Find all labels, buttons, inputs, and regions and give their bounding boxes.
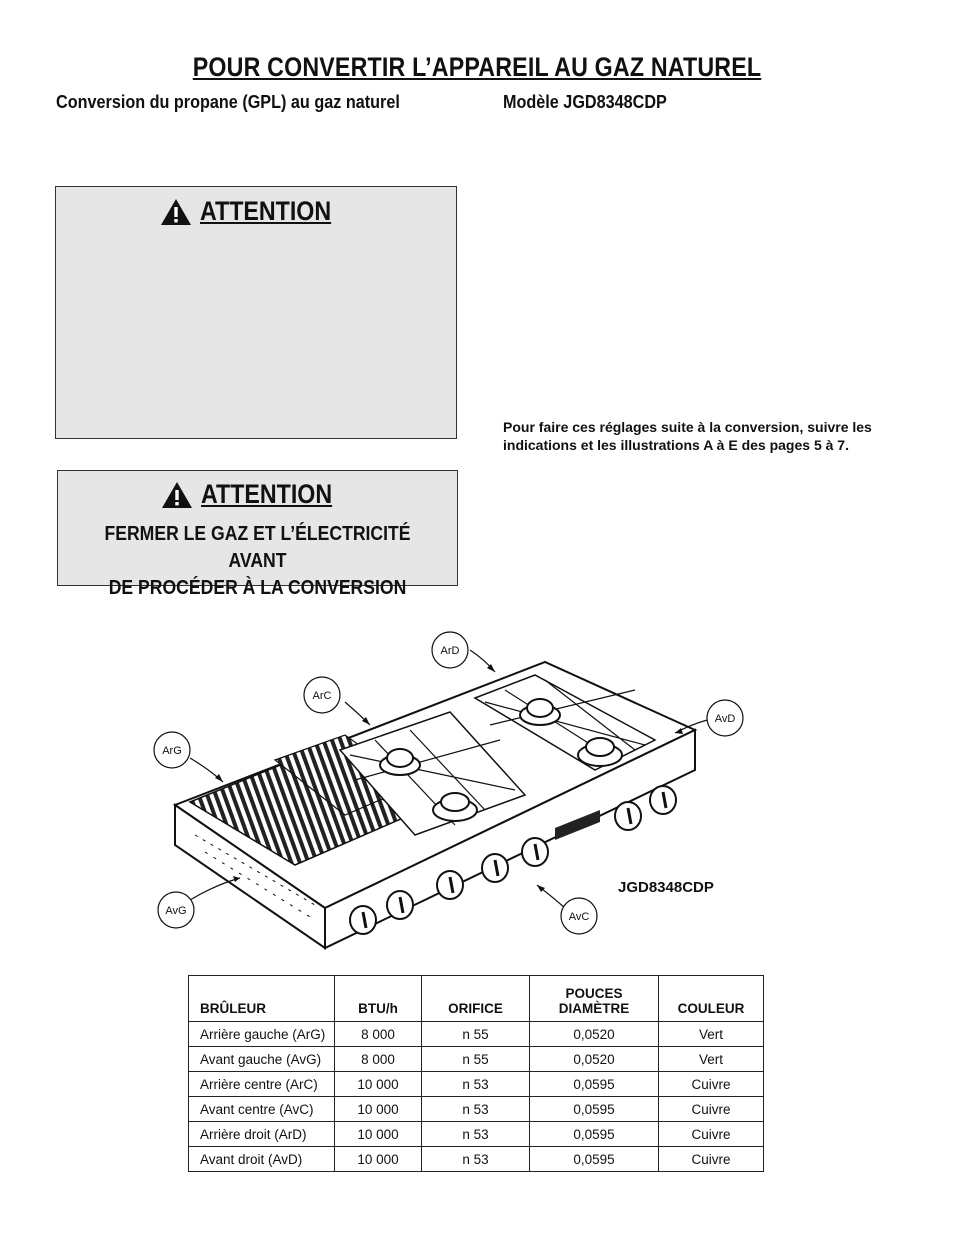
cell-diametre: 0,0595 [529,1146,659,1172]
table-header-row: BRÛLEUR BTU/h ORIFICE POUCES DIAMÈTRE CO… [188,975,764,1022]
warning-triangle-icon [162,481,193,508]
cell-diametre: 0,0520 [529,1021,659,1047]
callout-label-ArG: ArG [162,745,182,757]
header-pouces-diametre: POUCES DIAMÈTRE [529,975,659,1022]
cooktop-diagram: ArD ArC ArG AvD AvG AvC JGD8348CDP [153,631,744,950]
callout-AvD [706,699,744,737]
header-diametre: DIAMÈTRE [558,1001,630,1016]
model-subtitle: Modèle JGD8348CDP [503,92,667,112]
header-bruleur: BRÛLEUR [188,975,335,1022]
warning-triangle-icon [160,198,191,225]
warning-heading-text-2: ATTENTION [201,479,333,509]
warning-line-2: DE PROCÉDER À LA CONVERSION [108,577,407,599]
warning-box-1: ATTENTION [55,186,457,439]
cell-orifice: n 53 [421,1096,530,1122]
cell-bruleur: Avant centre (AvC) [188,1096,335,1122]
cell-orifice: n 53 [421,1121,530,1147]
cell-diametre: 0,0595 [529,1121,659,1147]
cell-orifice: n 55 [421,1021,530,1047]
header-orifice: ORIFICE [421,975,530,1022]
cell-bruleur: Arrière gauche (ArG) [188,1021,335,1047]
cell-orifice: n 55 [421,1046,530,1072]
header-couleur: COULEUR [658,975,764,1022]
cell-btu: 10 000 [334,1071,422,1097]
page-title: POUR CONVERTIR L’APPAREIL AU GAZ NATUREL [192,52,762,82]
cooktop-illustration [172,660,698,950]
warning-message: FERMER LE GAZ ET L’ÉLECTRICITÉ AVANT DE … [58,521,457,602]
cell-bruleur: Arrière droit (ArD) [188,1121,335,1147]
callout-AvG [157,891,195,929]
adjustment-note: Pour faire ces réglages suite à la conve… [503,419,872,453]
warning-box-2: ATTENTION FERMER LE GAZ ET L’ÉLECTRICITÉ… [57,470,458,599]
callout-label-AvD: AvD [715,713,736,725]
cell-btu: 10 000 [334,1146,422,1172]
cell-couleur: Cuivre [658,1071,764,1097]
burner-spec-table: BRÛLEUR BTU/h ORIFICE POUCES DIAMÈTRE CO… [188,975,764,1172]
cell-diametre: 0,0520 [529,1046,659,1072]
cell-couleur: Vert [658,1046,764,1072]
callout-label-AvG: AvG [165,905,186,917]
callout-label-ArD: ArD [441,645,460,657]
header-btu: BTU/h [334,975,422,1022]
header-pouces: POUCES [565,986,623,1001]
cell-couleur: Cuivre [658,1096,764,1122]
cell-orifice: n 53 [421,1146,530,1172]
cell-btu: 10 000 [334,1096,422,1122]
cell-diametre: 0,0595 [529,1096,659,1122]
cell-diametre: 0,0595 [529,1071,659,1097]
cell-bruleur: Arrière centre (ArC) [188,1071,335,1097]
callout-label-AvC: AvC [569,911,590,923]
cell-btu: 10 000 [334,1121,422,1147]
model-label: JGD8348CDP [618,879,714,896]
callout-ArC [303,676,341,714]
warning-heading-1: ATTENTION [56,196,456,227]
callout-ArG [153,731,191,769]
cell-couleur: Cuivre [658,1121,764,1147]
warning-heading-2: ATTENTION [58,479,457,510]
callout-ArD [431,631,469,669]
cell-orifice: n 53 [421,1071,530,1097]
cell-btu: 8 000 [334,1046,422,1072]
cell-bruleur: Avant gauche (AvG) [188,1046,335,1072]
warning-line-1: FERMER LE GAZ ET L’ÉLECTRICITÉ AVANT [104,523,411,572]
warning-heading-text-1: ATTENTION [199,196,331,226]
cell-bruleur: Avant droit (AvD) [188,1146,335,1172]
cell-couleur: Vert [658,1021,764,1047]
cell-couleur: Cuivre [658,1146,764,1172]
conversion-subtitle: Conversion du propane (GPL) au gaz natur… [56,92,400,112]
cell-btu: 8 000 [334,1021,422,1047]
callout-AvC [560,897,598,935]
callout-label-ArC: ArC [313,690,332,702]
